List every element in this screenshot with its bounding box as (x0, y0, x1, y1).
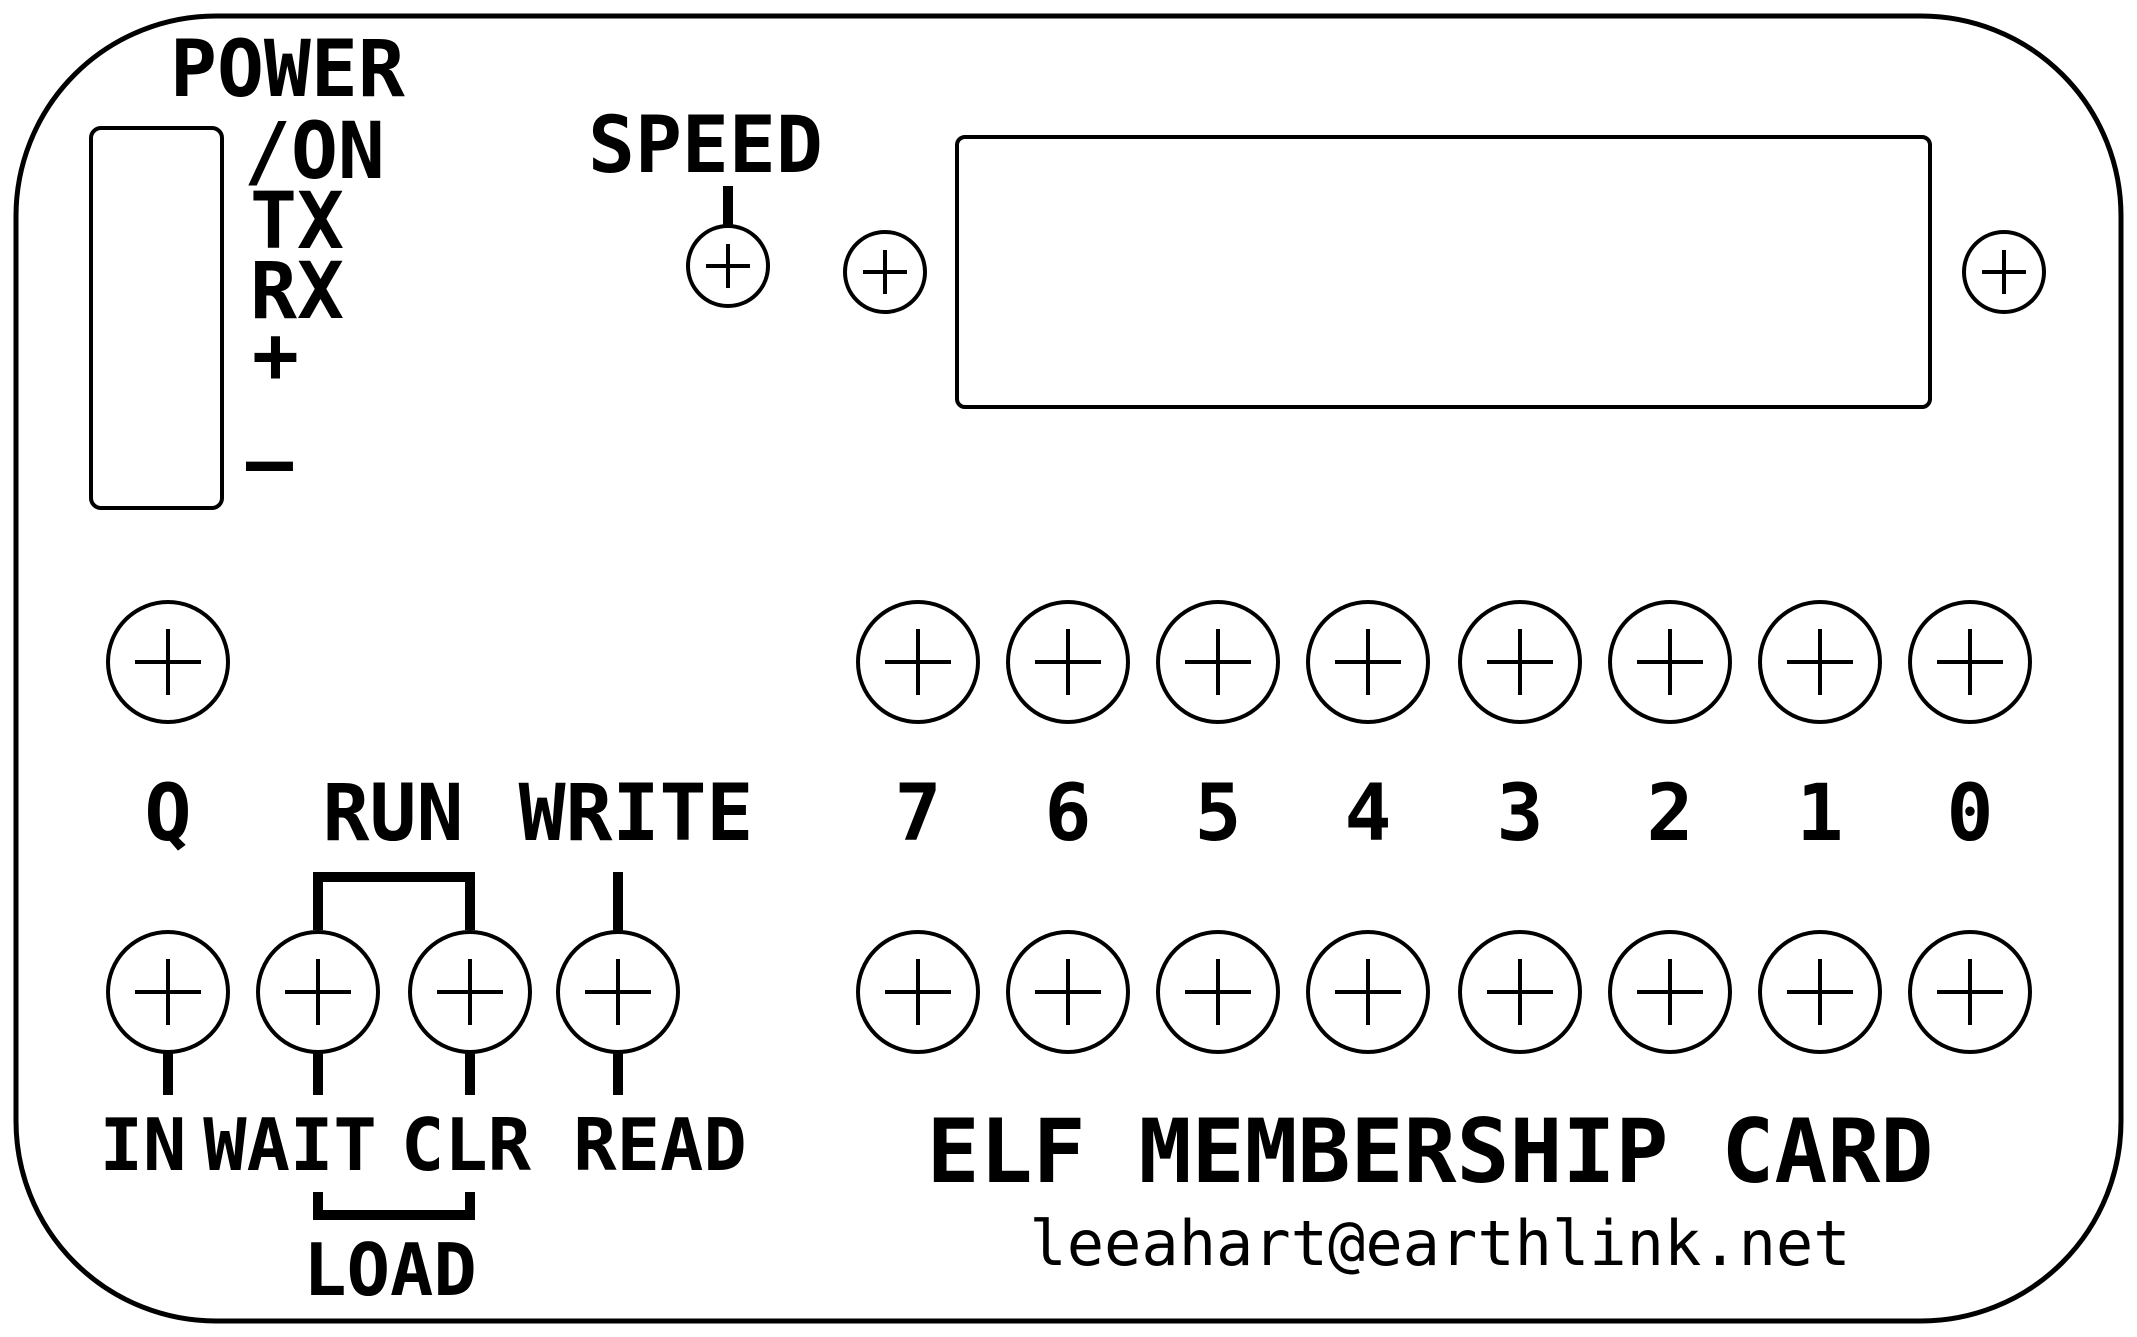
display-mount-right (1962, 230, 2046, 314)
card-title: ELF MEMBERSHIP CARD (927, 1100, 1934, 1203)
label-run: RUN (323, 769, 464, 859)
label-on: /ON (244, 107, 385, 197)
data-switch-bit-7[interactable] (856, 930, 980, 1054)
label-read: READ (573, 1103, 746, 1187)
label-bit-7: 0 (1947, 769, 1994, 859)
wait-switch[interactable] (256, 930, 380, 1054)
contact-email: leeahart@earthlink.net (1029, 1207, 1850, 1280)
label-write: WRITE (519, 769, 754, 859)
label-bit-4: 3 (1497, 769, 1544, 859)
data-switch-bit-5[interactable] (1156, 930, 1280, 1054)
data-switch-bit-6[interactable] (1006, 930, 1130, 1054)
data-led-bit-4 (1306, 600, 1430, 724)
label-q: Q (145, 769, 192, 859)
label-wait: WAIT (203, 1103, 376, 1187)
data-switch-bit-0[interactable] (1908, 930, 2032, 1054)
label-in: IN (100, 1103, 187, 1187)
label-bit-5: 2 (1647, 769, 1694, 859)
display-window (955, 135, 1932, 409)
in-switch[interactable] (106, 930, 230, 1054)
label-rx: RX (250, 247, 344, 337)
data-led-bit-5 (1156, 600, 1280, 724)
switch-layer (106, 224, 2046, 1054)
label-bit-6: 1 (1797, 769, 1844, 859)
data-switch-bit-4[interactable] (1306, 930, 1430, 1054)
label-speed: SPEED (588, 101, 823, 191)
power-connector (89, 126, 224, 510)
label-minus: – (246, 417, 293, 507)
card-outline (13, 13, 2124, 1324)
q-led (106, 600, 230, 724)
data-led-bit-6 (1006, 600, 1130, 724)
load-bracket (313, 1192, 475, 1220)
speed-led (686, 224, 770, 308)
label-bit-1: 6 (1045, 769, 1092, 859)
display-mount-left (843, 230, 927, 314)
clr-switch[interactable] (408, 930, 532, 1054)
label-load: LOAD (303, 1228, 476, 1312)
read-switch[interactable] (556, 930, 680, 1054)
label-plus: + (252, 311, 299, 401)
label-power: POWER (170, 25, 405, 115)
label-clr: CLR (401, 1103, 532, 1187)
data-switch-bit-3[interactable] (1458, 930, 1582, 1054)
data-led-bit-1 (1758, 600, 1882, 724)
data-led-bit-3 (1458, 600, 1582, 724)
data-switch-bit-1[interactable] (1758, 930, 1882, 1054)
data-switch-bit-2[interactable] (1608, 930, 1732, 1054)
bit-label-row: 7 6 5 4 3 2 1 0 (895, 769, 1994, 859)
label-bit-0: 7 (895, 769, 942, 859)
data-led-bit-7 (856, 600, 980, 724)
label-tx: TX (250, 177, 344, 267)
data-led-bit-0 (1908, 600, 2032, 724)
data-led-bit-2 (1608, 600, 1732, 724)
label-bit-3: 4 (1345, 769, 1392, 859)
label-bit-2: 5 (1195, 769, 1242, 859)
run-bracket (313, 872, 475, 930)
